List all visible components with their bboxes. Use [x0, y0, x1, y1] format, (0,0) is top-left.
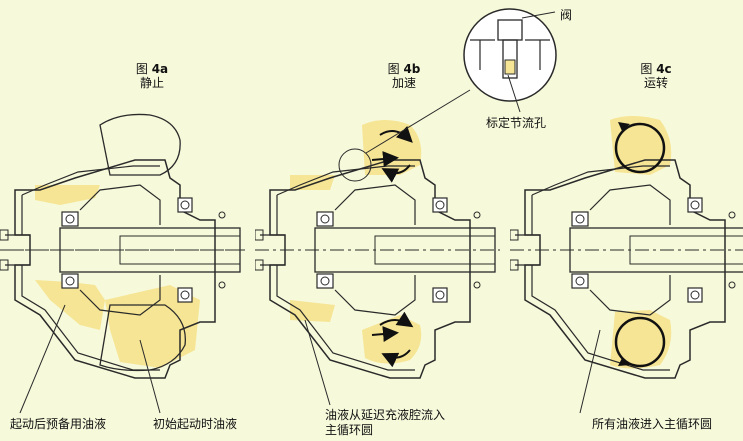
callout-orifice: 标定节流孔	[486, 116, 547, 130]
figure-title-4b: 图 4b 加速	[387, 62, 421, 90]
callout-all-oil: 所有油液进入主循环圆	[592, 417, 713, 431]
figure-state-4c: 运转	[643, 76, 668, 90]
callout-reserve-oil: 起动后预备用油液	[10, 417, 107, 431]
circulation-ring-top	[614, 122, 666, 174]
callout-initial-oil: 初始起动时油液	[153, 417, 238, 431]
orifice-detail-circle	[338, 148, 372, 182]
figure-state-4a: 静止	[139, 76, 164, 90]
circulation-ring-bot	[614, 316, 666, 368]
oil-delay-chamber-b-bot	[290, 300, 335, 322]
oil-delay-chamber-a	[35, 185, 100, 205]
flow-arrow-top-3	[371, 151, 399, 168]
panel-4c	[510, 116, 743, 379]
figure-state-4b: 加速	[391, 76, 416, 90]
figure-title-4a: 图 4a 静止	[135, 62, 169, 90]
flow-arrow-top-2	[381, 164, 411, 183]
callout-delay-flow-line1: 油液从延迟充液腔流入	[325, 408, 446, 422]
figure-title-4c: 图 4c 运转	[640, 62, 672, 90]
oil-lower-a	[35, 280, 105, 330]
panel-4b	[255, 89, 500, 379]
flow-arrow-bot-3	[371, 326, 399, 343]
oil-main-a	[105, 285, 200, 368]
valve-detail-inset	[463, 8, 557, 113]
leader-lines	[19, 304, 601, 414]
panel-4a	[0, 113, 245, 379]
flow-arrow-bot-1	[379, 311, 414, 328]
flow-arrow-top-1	[379, 125, 413, 143]
flow-arrow-bot-2	[381, 349, 411, 368]
oil-delay-chamber-b-top	[290, 175, 335, 190]
callout-delay-flow-line2: 主循环圆	[325, 423, 374, 437]
callout-valve: 阀	[560, 8, 573, 22]
